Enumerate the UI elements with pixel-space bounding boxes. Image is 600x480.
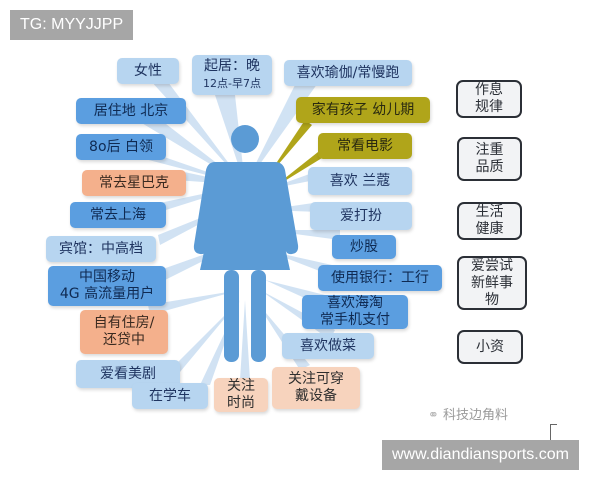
bubble-text: 关注: [227, 378, 255, 394]
bubble-80s-white-collar: 8o后 白领: [76, 134, 166, 160]
category-petty-bourgeois: 小资: [457, 330, 523, 364]
wechat-icon: ⚭: [428, 408, 439, 423]
bubble-lancome: 喜欢 兰蔻: [308, 167, 412, 195]
category-line: 规律: [475, 99, 503, 115]
bubble-bank: 使用银行：工行: [318, 265, 442, 291]
category-line: 生活: [475, 204, 504, 220]
bubble-cooking: 喜欢做菜: [282, 333, 374, 359]
category-quality: 注重品质: [457, 137, 522, 181]
bubble-text: 自有住房/: [93, 315, 155, 331]
bubble-movies: 常看电影: [318, 133, 412, 159]
bubble-text-2: 戴设备: [295, 388, 337, 404]
bubble-text-2: 4G 高流量用户: [59, 286, 155, 302]
bubble-hotel: 宾馆：中高档: [46, 236, 156, 262]
watermark: ⚭ 科技边角料: [428, 404, 508, 423]
category-line: 作息: [475, 82, 503, 98]
category-line: 品质: [475, 159, 504, 175]
bubble-text-2: 时尚: [227, 395, 255, 411]
bubble-child: 家有孩子 幼儿期: [296, 97, 430, 123]
header-tag: TG: MYYJJPP: [10, 10, 134, 40]
bubble-sleep-schedule: 起居：晚 12点-早7点: [192, 55, 272, 95]
category-line: 注重: [475, 142, 504, 158]
category-line: 健康: [475, 221, 504, 237]
corner-mark: [550, 424, 557, 441]
bubble-text-2: 12点-早7点: [203, 77, 261, 90]
bubble-text-2: 还贷中: [103, 332, 145, 348]
bubble-text: 起居：晚: [204, 58, 260, 74]
bubble-text-2: 常手机支付: [320, 312, 390, 328]
female-person-icon: [193, 125, 299, 362]
watermark-text: 科技边角料: [443, 408, 509, 423]
bubble-yoga: 喜欢瑜伽/常慢跑: [284, 60, 412, 86]
bubble-fashion: 关注 时尚: [214, 378, 268, 412]
bubble-stocks: 炒股: [332, 235, 396, 259]
category-regular-schedule: 作息规律: [456, 80, 522, 118]
bubble-dress-up: 爱打扮: [310, 202, 412, 230]
category-try-new: 爱尝试新鲜事物: [457, 256, 527, 310]
bubble-female: 女性: [117, 58, 179, 84]
category-line: 小资: [476, 338, 504, 355]
category-line: 爱尝试: [471, 257, 513, 274]
bubble-text: 喜欢海淘: [327, 295, 383, 311]
bubble-shanghai: 常去上海: [70, 202, 166, 228]
bubble-text: 中国移动: [79, 269, 135, 285]
bubble-own-house: 自有住房/ 还贷中: [80, 310, 168, 354]
footer-url: www.diandiansports.com: [382, 440, 579, 470]
category-line: 物: [485, 291, 499, 308]
bubble-wearables: 关注可穿 戴设备: [272, 367, 360, 409]
category-healthy: 生活健康: [457, 202, 522, 240]
bubble-residence-beijing: 居住地 北京: [76, 98, 186, 124]
bubble-china-mobile: 中国移动 4G 高流量用户: [48, 266, 166, 306]
category-line: 新鲜事: [471, 274, 513, 291]
bubble-online-shopping: 喜欢海淘 常手机支付: [302, 295, 408, 329]
bubble-text: 关注可穿: [288, 371, 344, 387]
bubble-starbucks: 常去星巴克: [82, 170, 186, 196]
bubble-driving: 在学车: [132, 383, 208, 409]
